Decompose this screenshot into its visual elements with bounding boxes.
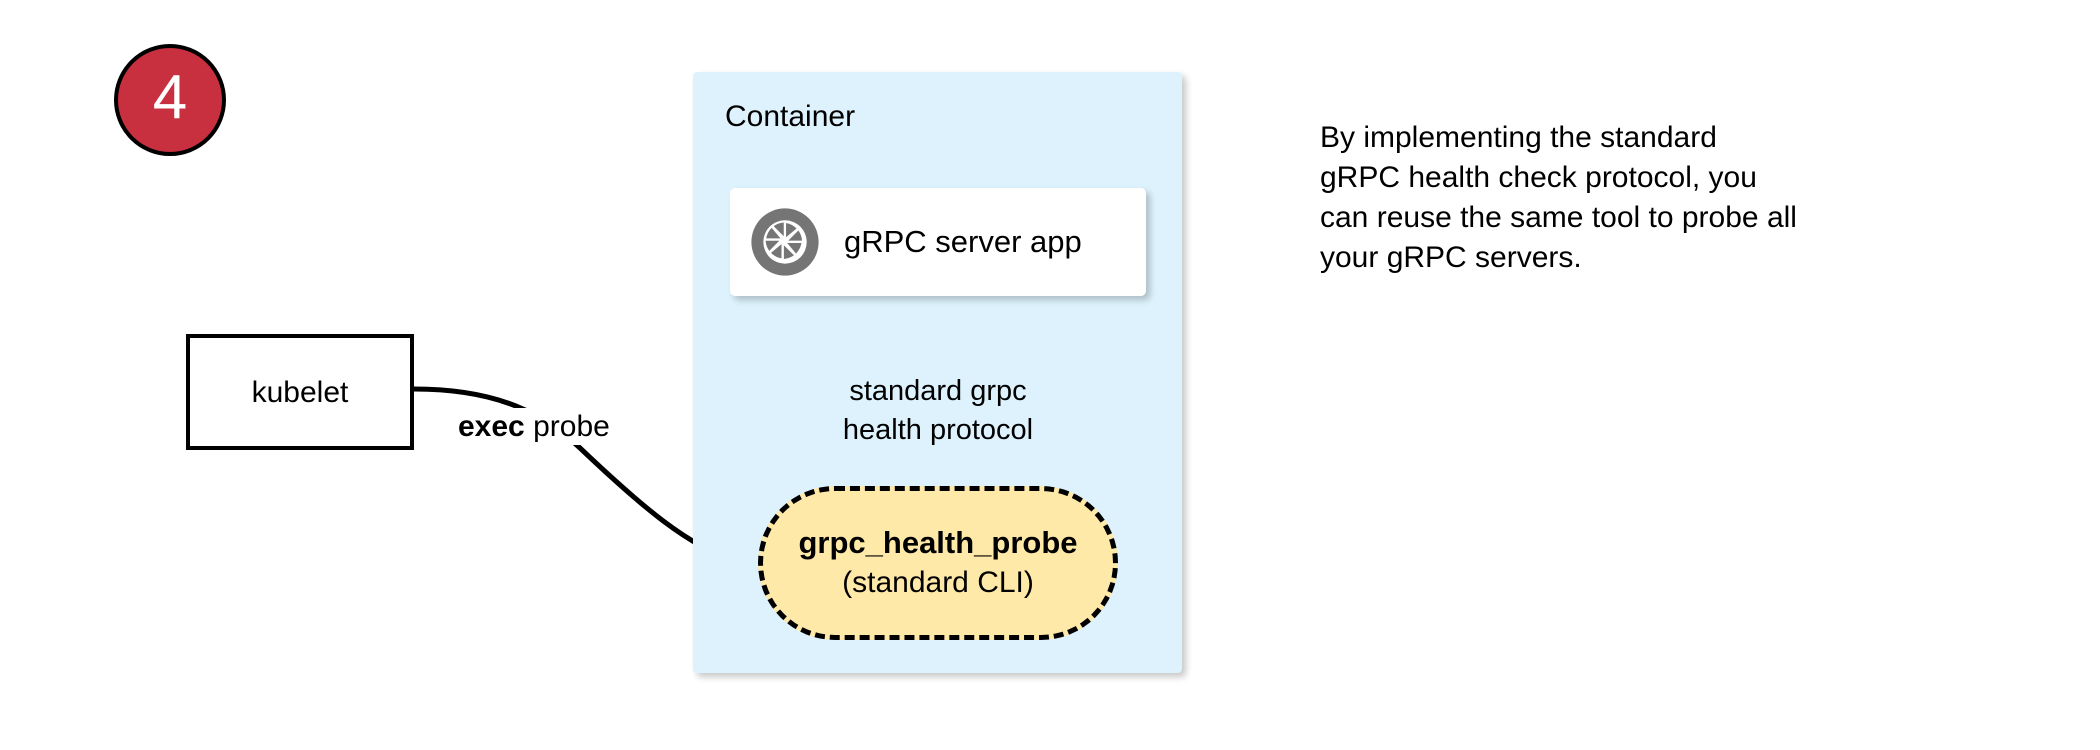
grpc-health-probe-subtitle: (standard CLI) — [842, 565, 1034, 599]
grpc-health-probe-node: grpc_health_probe (standard CLI) — [758, 486, 1118, 640]
exec-probe-keyword: exec — [458, 410, 525, 443]
grpc-health-probe-title: grpc_health_probe — [798, 525, 1078, 561]
explanation-note: By implementing the standard gRPC health… — [1320, 121, 1797, 274]
grpc-server-app-label: gRPC server app — [844, 223, 1082, 259]
health-protocol-line-1: standard grpc — [849, 375, 1027, 407]
kubelet-node: kubelet — [186, 334, 414, 450]
step-number-label: 4 — [152, 63, 188, 132]
health-protocol-edge-label: standard grpc health protocol — [843, 372, 1033, 449]
exec-probe-suffix: probe — [524, 410, 610, 443]
health-protocol-line-2: health protocol — [842, 413, 1034, 446]
container-title: Container — [725, 100, 856, 133]
exec-probe-edge-label: exec probe — [452, 408, 616, 445]
kubelet-label: kubelet — [251, 375, 349, 409]
step-number-badge: 4 — [114, 44, 226, 156]
grpc-aperture-icon — [751, 208, 819, 276]
grpc-server-app-card: gRPC server app — [730, 188, 1146, 296]
